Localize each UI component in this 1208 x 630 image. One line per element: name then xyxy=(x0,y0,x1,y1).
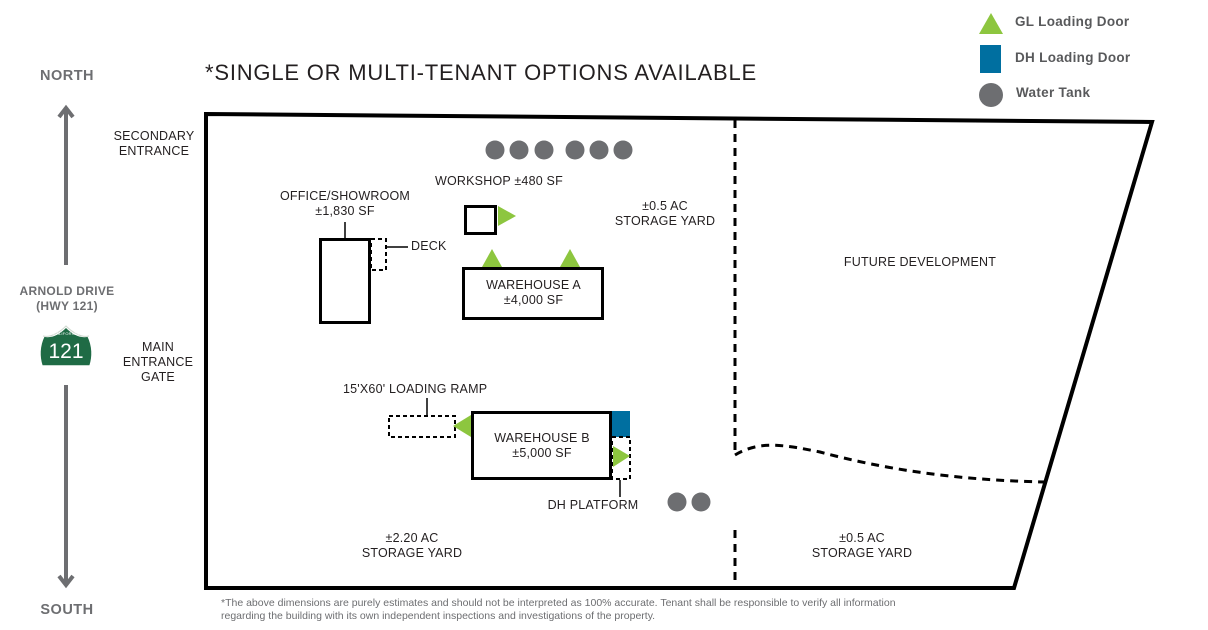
legend-gl-door-label: GL Loading Door xyxy=(1015,14,1130,29)
south-storage-yard-label: ±0.5 AC STORAGE YARD xyxy=(795,531,929,561)
office-showroom-building xyxy=(319,238,371,324)
page-title: *SINGLE OR MULTI-TENANT OPTIONS AVAILABL… xyxy=(205,60,757,85)
secondary-entrance-label: SECONDARY ENTRANCE xyxy=(104,129,204,159)
dh-platform-label: DH PLATFORM xyxy=(547,498,639,512)
warehouse-a-label: WAREHOUSE A ±4,000 SF xyxy=(464,278,603,308)
south-yard-name: STORAGE YARD xyxy=(811,546,913,560)
warehouse-a-building xyxy=(462,267,604,320)
warehouse-b-building xyxy=(471,411,612,480)
dh-door-icon xyxy=(612,411,630,437)
property-boundary xyxy=(204,111,1155,590)
office-name: OFFICE/SHOWROOM xyxy=(279,189,411,203)
road-name-line2: (HWY 121) xyxy=(36,299,98,313)
north-yard-name: STORAGE YARD xyxy=(614,214,716,228)
shield-state-label: CALIFORNIA xyxy=(52,331,79,336)
road-name: ARNOLD DRIVE (HWY 121) xyxy=(8,284,126,314)
main-storage-yard-label: ±2.20 AC STORAGE YARD xyxy=(345,531,479,561)
disclaimer: *The above dimensions are purely estimat… xyxy=(221,597,1021,623)
deck xyxy=(370,238,387,271)
secondary-entrance-line2: ENTRANCE xyxy=(118,144,190,158)
main-entrance-line1: MAIN xyxy=(141,340,175,354)
future-development-divider xyxy=(733,120,1046,586)
workshop-building xyxy=(464,205,497,235)
north-south-arrow xyxy=(57,104,75,589)
workshop-label: WORKSHOP ±480 SF xyxy=(435,174,563,188)
legend-water-tank-icon xyxy=(979,83,1003,107)
gl-door-icon xyxy=(498,206,516,226)
gl-door-icon xyxy=(482,249,502,267)
legend-water-tank-label: Water Tank xyxy=(1016,85,1091,100)
north-label: NORTH xyxy=(39,68,95,84)
legend-gl-door-icon xyxy=(979,13,1003,34)
main-yard-name: STORAGE YARD xyxy=(361,546,463,560)
disclaimer-line1: *The above dimensions are purely estimat… xyxy=(221,597,896,609)
office-area: ±1,830 SF xyxy=(315,204,375,218)
main-entrance-label: MAIN ENTRANCE GATE xyxy=(108,340,208,385)
warehouse-b-name: WAREHOUSE B xyxy=(494,431,590,445)
water-tanks-south xyxy=(667,492,711,512)
warehouse-a-area: ±4,000 SF xyxy=(503,293,564,307)
legend-dh-door-icon xyxy=(980,45,1001,73)
warehouse-b-label: WAREHOUSE B ±5,000 SF xyxy=(473,431,611,461)
disclaimer-line2: regarding the building with its own inde… xyxy=(221,610,656,622)
highway-121-shield-icon xyxy=(39,325,93,367)
north-yard-area: ±0.5 AC xyxy=(642,199,688,213)
main-entrance-line2: ENTRANCE xyxy=(122,355,194,369)
south-yard-area: ±0.5 AC xyxy=(839,531,885,545)
loading-ramp xyxy=(388,415,456,438)
dh-platform xyxy=(611,436,631,480)
loading-ramp-label: 15'X60' LOADING RAMP xyxy=(343,382,488,396)
deck-label: DECK xyxy=(411,239,447,253)
future-development-label: FUTURE DEVELOPMENT xyxy=(843,255,997,269)
gl-door-icon xyxy=(613,446,630,467)
water-tanks-north xyxy=(485,140,633,160)
office-showroom-label: OFFICE/SHOWROOM ±1,830 SF xyxy=(260,189,430,219)
gl-door-icon xyxy=(560,249,580,267)
shield-number-label: 121 xyxy=(48,340,84,363)
north-storage-yard-label: ±0.5 AC STORAGE YARD xyxy=(600,199,730,229)
legend-dh-door-label: DH Loading Door xyxy=(1015,50,1131,65)
south-label: SOUTH xyxy=(40,602,94,618)
secondary-entrance-line1: SECONDARY xyxy=(113,129,195,143)
warehouse-b-area: ±5,000 SF xyxy=(512,446,572,460)
road-name-line1: ARNOLD DRIVE xyxy=(19,284,115,298)
warehouse-a-name: WAREHOUSE A xyxy=(486,278,581,292)
gl-door-icon xyxy=(453,415,471,437)
main-yard-area: ±2.20 AC xyxy=(385,531,439,545)
main-entrance-line3: GATE xyxy=(141,370,175,384)
